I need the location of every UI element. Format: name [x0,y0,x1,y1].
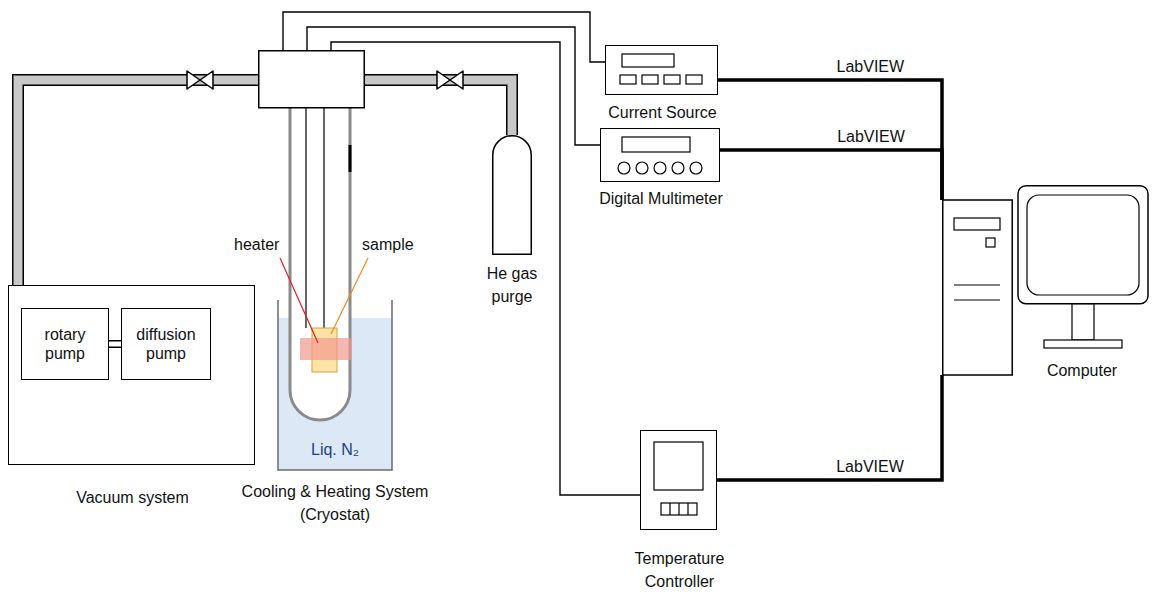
tower-lines [954,285,1000,300]
part-label: heater [232,235,281,254]
display [654,442,703,490]
instrument-box: Current Source [605,45,718,95]
knob [672,162,684,174]
connector-path [18,80,258,285]
valve-symbol [187,71,213,89]
connector-path [109,340,121,348]
monitor [1018,186,1148,304]
valve-symbol [437,71,463,89]
edge-label: LabVIEW [835,57,907,76]
instrument-box: Digital Multimeter [600,128,720,182]
cryostat-head [259,51,365,108]
gas-cylinder [493,136,532,255]
cryostat: Liq. N₂Cooling & Heating System (Cryosta… [258,50,365,470]
knob [690,162,702,174]
knob [654,162,666,174]
pipe-connector [109,344,121,345]
button [664,75,680,84]
connector-path [717,375,942,480]
button-strip [670,503,688,515]
data-link [717,375,942,480]
button [686,75,702,84]
display [622,137,690,152]
instrument-box: Temperature Controller [640,430,717,530]
display [622,54,674,67]
pump-box: diffusion pump [121,308,211,380]
sample-rod [323,108,324,328]
button-strip [661,503,697,515]
gas-cylinder: He gas purge [492,135,532,255]
node-label: Cooling & Heating System (Cryostat) [240,480,430,526]
monitor-stand [1072,304,1094,340]
cryostat-tube [290,108,350,420]
data-link [720,150,942,200]
node-label: rotary pump [28,323,102,365]
heater [300,338,352,360]
connector-path [720,150,942,200]
monitor-screen [1027,195,1139,295]
computer: Computer [942,185,1150,375]
data-link [718,80,942,200]
valve-symbol [437,71,463,89]
leader-line [280,258,318,343]
connector-path [109,342,121,347]
button [642,75,658,84]
power-button [986,238,995,247]
pump-box: rotary pump [21,308,109,380]
pipe-connector [18,80,258,285]
node-label: Computer [1047,359,1117,382]
tube-mark [349,145,352,172]
node-label: He gas purge [477,262,547,308]
vacuum-system-box: Vacuum systemrotary pumpdiffusion pump [8,285,255,465]
connector-path [18,80,258,285]
edge-label: LabVIEW [834,457,906,476]
node-label: diffusion pump [127,323,205,365]
drive-slot [954,218,1000,230]
computer-tower [943,200,1013,375]
sample-rod [305,108,306,328]
knob [618,162,630,174]
node-label: Digital Multimeter [599,187,723,210]
monitor-base [1044,340,1122,348]
node-label: Current Source [608,101,717,124]
button [620,75,636,84]
edge-label: LabVIEW [835,127,907,146]
connector-path [718,80,942,200]
node-label: Liq. N₂ [290,438,380,461]
node-label: Temperature Controller [625,547,735,593]
knob [636,162,648,174]
leader-line [331,258,368,334]
node-label: Vacuum system [76,486,189,509]
valve-symbol [187,71,213,89]
part-label: sample [360,235,416,254]
